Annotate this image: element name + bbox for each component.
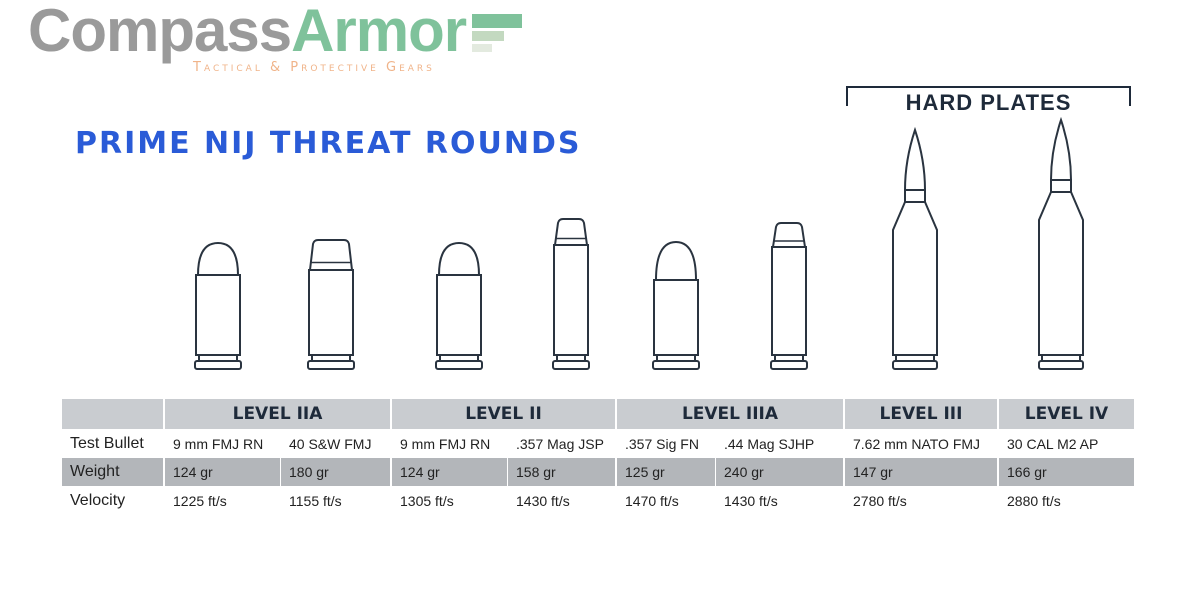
table-cell-velocity: 1305 ft/s <box>400 492 454 509</box>
hard-plates-bracket <box>846 86 1131 106</box>
page-title: PRIME NIJ THREAT ROUNDS <box>75 126 582 161</box>
row-label-bullet: Test Bullet <box>70 434 144 452</box>
table-cell-weight: 180 gr <box>281 458 390 486</box>
bullet-icon <box>194 241 242 370</box>
level-header: LEVEL IIIA <box>617 399 843 429</box>
table-cell-weight: 124 gr <box>392 458 507 486</box>
level-header: LEVEL IV <box>999 399 1134 429</box>
table-cell-velocity: 1430 ft/s <box>724 492 778 509</box>
row-label-velocity: Velocity <box>70 491 126 509</box>
table-cell-bullet: 9 mm FMJ RN <box>173 435 264 452</box>
bullet-icon <box>435 241 483 370</box>
row-label-weight: Weight <box>62 458 163 486</box>
bullet-icon <box>307 239 355 370</box>
table-cell-weight: 125 gr <box>617 458 715 486</box>
hard-plates-text: HARD PLATES <box>897 90 1080 115</box>
bullet-icon <box>552 218 590 370</box>
table-cell-velocity: 2880 ft/s <box>1007 492 1061 509</box>
logo-part1: Compass <box>28 0 292 64</box>
level-header: LEVEL III <box>845 399 997 429</box>
level-header: LEVEL IIA <box>165 399 390 429</box>
table-cell-velocity: 1430 ft/s <box>516 492 570 509</box>
table-cell-weight: 240 gr <box>716 458 843 486</box>
table-cell-bullet: 7.62 mm NATO FMJ <box>853 435 981 452</box>
table-cell-bullet: 9 mm FMJ RN <box>400 435 491 452</box>
bullet-icon <box>652 240 700 370</box>
table-cell-bullet: .357 Sig FN <box>625 435 699 452</box>
bullet-icon <box>1038 116 1084 370</box>
table-cell-velocity: 2780 ft/s <box>853 492 907 509</box>
table-cell-velocity: 1470 ft/s <box>625 492 679 509</box>
header-corner <box>62 399 163 429</box>
bullet-icon <box>892 126 938 370</box>
logo-bars-icon <box>472 14 522 52</box>
table-cell-velocity: 1155 ft/s <box>289 492 342 509</box>
logo-tagline: Tactical & Protective Gears <box>193 60 435 75</box>
table-cell-weight: 158 gr <box>508 458 615 486</box>
table-cell-weight: 166 gr <box>999 458 1134 486</box>
logo-part2: Armor <box>291 0 467 64</box>
hard-plates-label: HARD PLATES <box>846 90 1131 116</box>
table-cell-bullet: .357 Mag JSP <box>516 435 604 452</box>
table-cell-bullet: 30 CAL M2 AP <box>1007 435 1099 452</box>
bullet-icon <box>770 222 808 370</box>
level-header: LEVEL II <box>392 399 615 429</box>
table-cell-weight: 124 gr <box>165 458 280 486</box>
table-cell-bullet: 40 S&W FMJ <box>289 435 372 452</box>
table-cell-weight: 147 gr <box>845 458 997 486</box>
logo: CompassArmor <box>28 1 467 61</box>
table-cell-bullet: .44 Mag SJHP <box>724 435 815 452</box>
table-cell-velocity: 1225 ft/s <box>173 492 227 509</box>
